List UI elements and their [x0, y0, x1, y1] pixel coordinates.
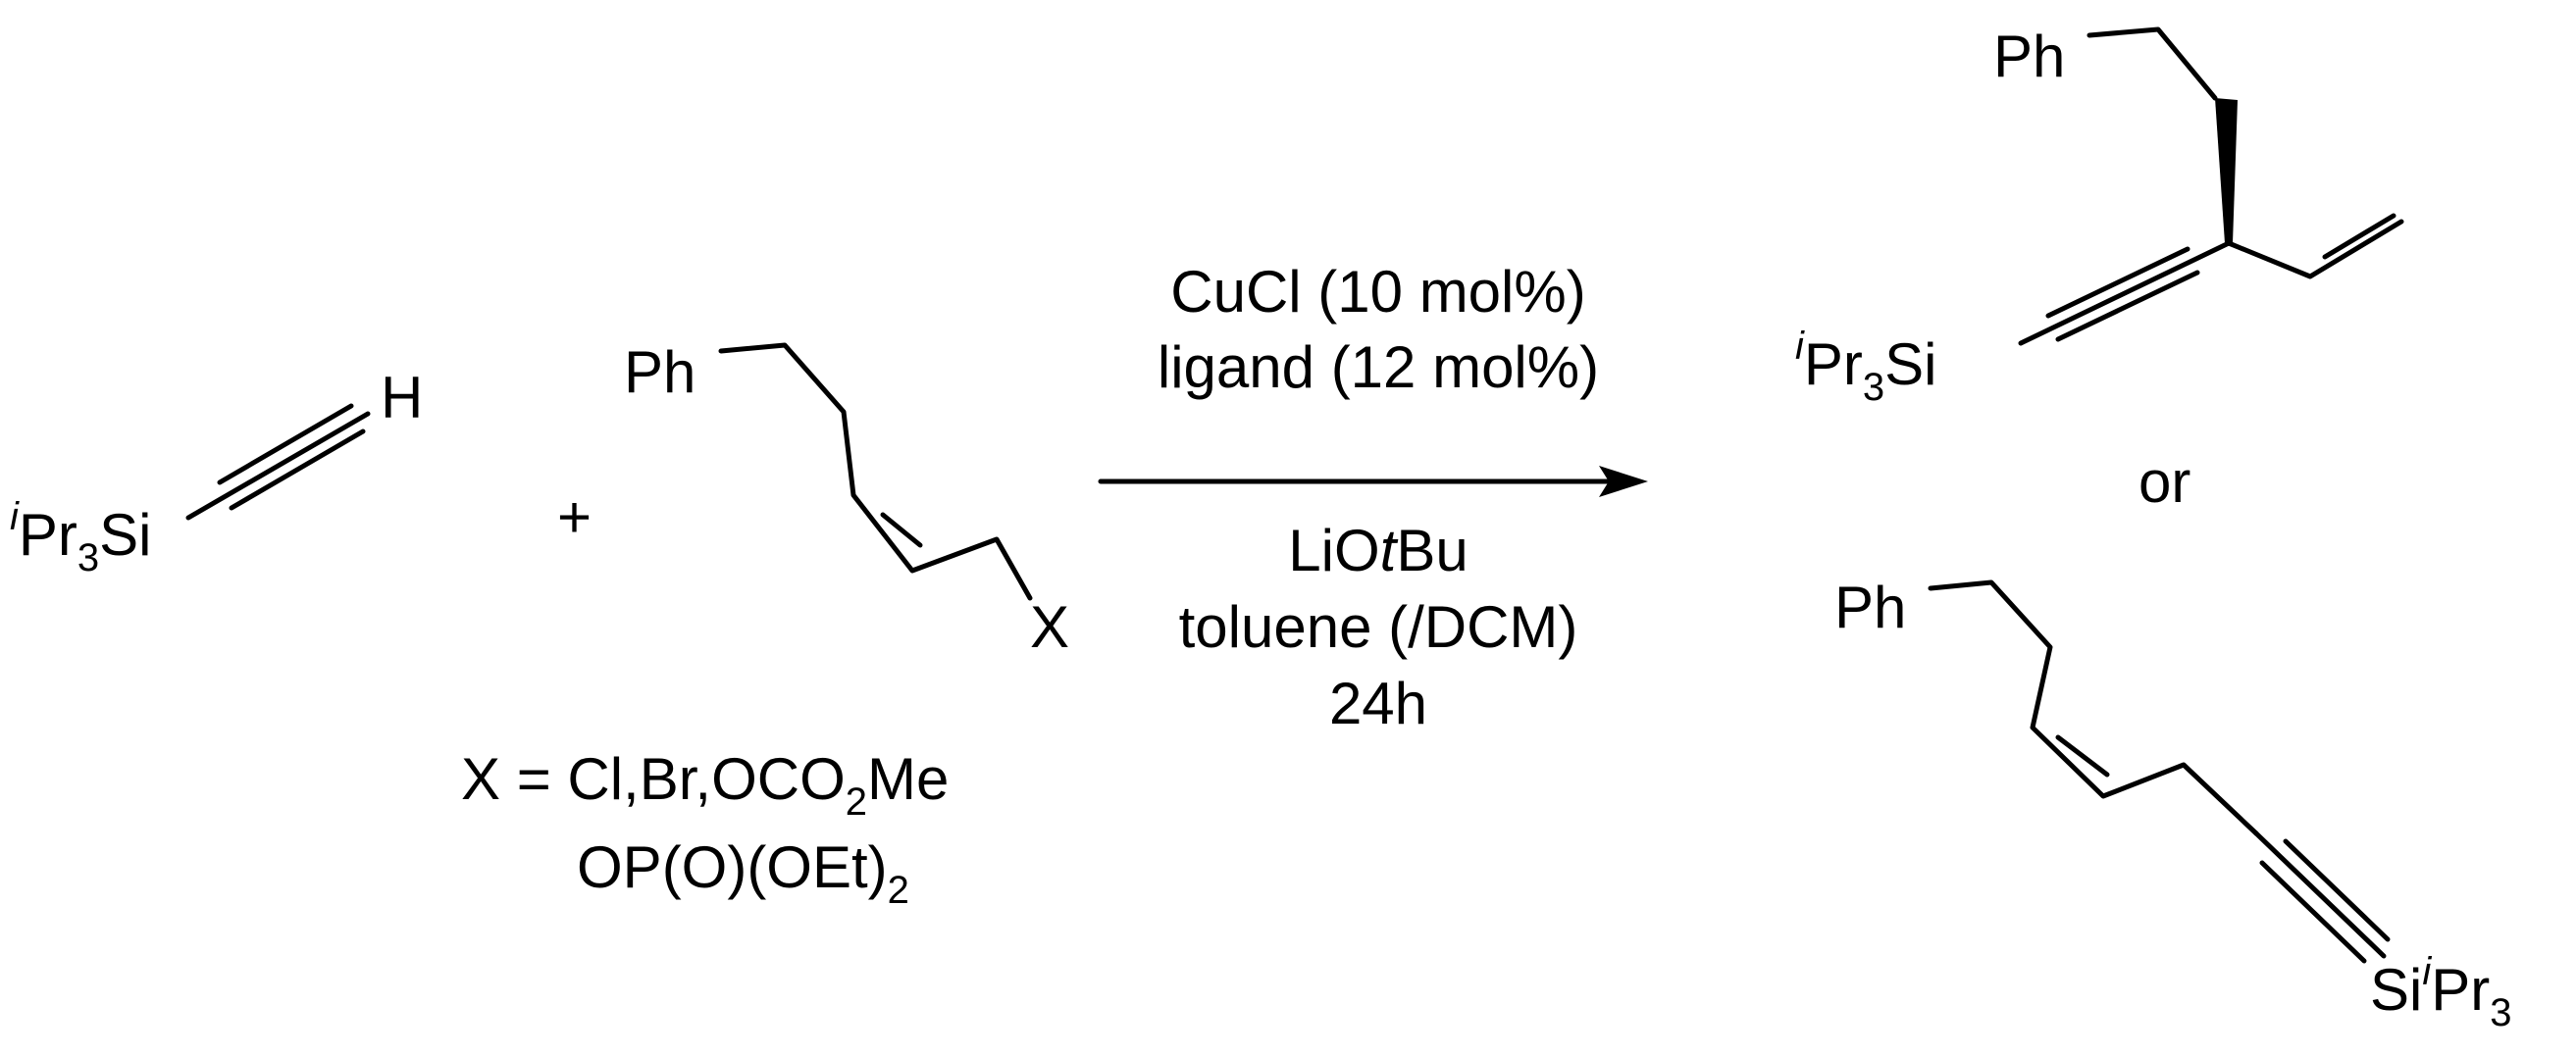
product2-alkyne-right — [2283, 838, 2391, 942]
product2-cis-double-bond — [2055, 734, 2110, 778]
product2-alkyne-center — [2253, 830, 2387, 959]
product1-vinyl-double — [2322, 213, 2396, 260]
alkyne-silyl-label: iPr3Si — [10, 495, 152, 579]
product-branched: Ph iPr3Si — [1795, 24, 2404, 409]
product2-silyl-label: SiiPr3 — [2370, 950, 2512, 1034]
product1-silyl-label: iPr3Si — [1795, 325, 1937, 409]
x-definition-line2: OP(O)(OEt)2 — [577, 834, 909, 912]
product1-alkyne-center — [2018, 240, 2232, 346]
plus-sign: + — [557, 484, 592, 550]
product1-stereo-wedge — [2215, 98, 2238, 243]
substrate-leaving-group: X — [1030, 594, 1069, 660]
product2-alkyne-left — [2259, 860, 2367, 964]
substrate-phenyl-label: Ph — [624, 339, 696, 405]
condition-ligand: ligand (12 mol%) — [1158, 334, 1599, 400]
reaction-arrow-head — [1599, 466, 1648, 497]
product1-vinyl — [2226, 219, 2404, 279]
substrate-cis-double-bond — [880, 512, 923, 548]
product2-phenyl-label: Ph — [1834, 575, 1906, 640]
alkyne-bond-lower — [229, 428, 366, 511]
condition-catalyst: CuCl (10 mol%) — [1170, 259, 1585, 325]
alkyne-terminal-h: H — [381, 365, 423, 430]
product1-alkyne-upper — [2045, 246, 2190, 319]
product2-chain — [1928, 579, 2259, 836]
allylic-substrate: Ph X — [624, 339, 1069, 660]
condition-base: LiOtBu — [1288, 518, 1468, 583]
or-label: or — [2138, 449, 2190, 515]
substrate-chain — [718, 342, 1033, 601]
alkyne-bond-center — [185, 411, 371, 521]
condition-solvent: toluene (/DCM) — [1179, 594, 1578, 660]
product1-alkyne-lower — [2055, 270, 2200, 342]
alkyne-reagent: iPr3Si H — [10, 365, 423, 579]
product1-phenyl-label: Ph — [1993, 24, 2065, 89]
x-definition-line1: X = Cl,Br,OCO2Me — [461, 746, 949, 824]
product1-chain — [2087, 26, 2218, 101]
product-linear: Ph SiiPr3 — [1834, 575, 2512, 1034]
reaction-arrow-group — [1098, 466, 1648, 497]
condition-time: 24h — [1329, 671, 1427, 736]
alkyne-bond-upper — [217, 403, 354, 485]
